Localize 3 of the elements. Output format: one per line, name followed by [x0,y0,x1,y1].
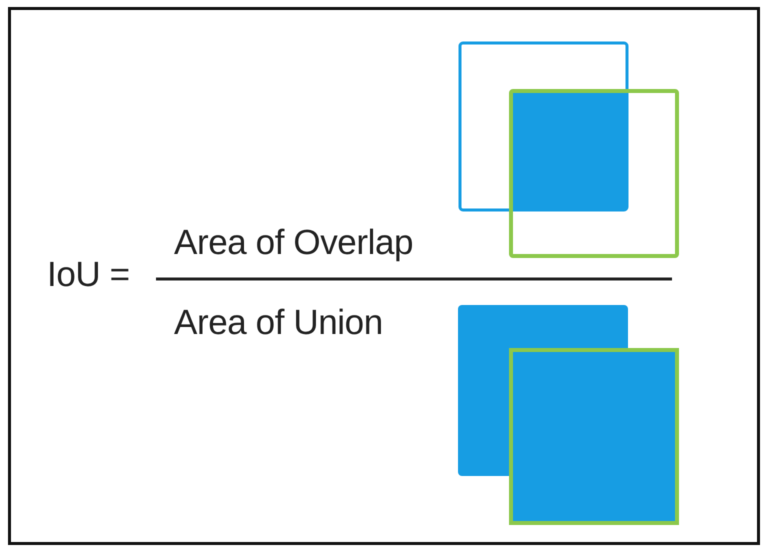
numerator-text: Area of Overlap [174,225,414,260]
denominator-text: Area of Union [174,305,383,340]
equation-label: IoU = [47,257,130,292]
